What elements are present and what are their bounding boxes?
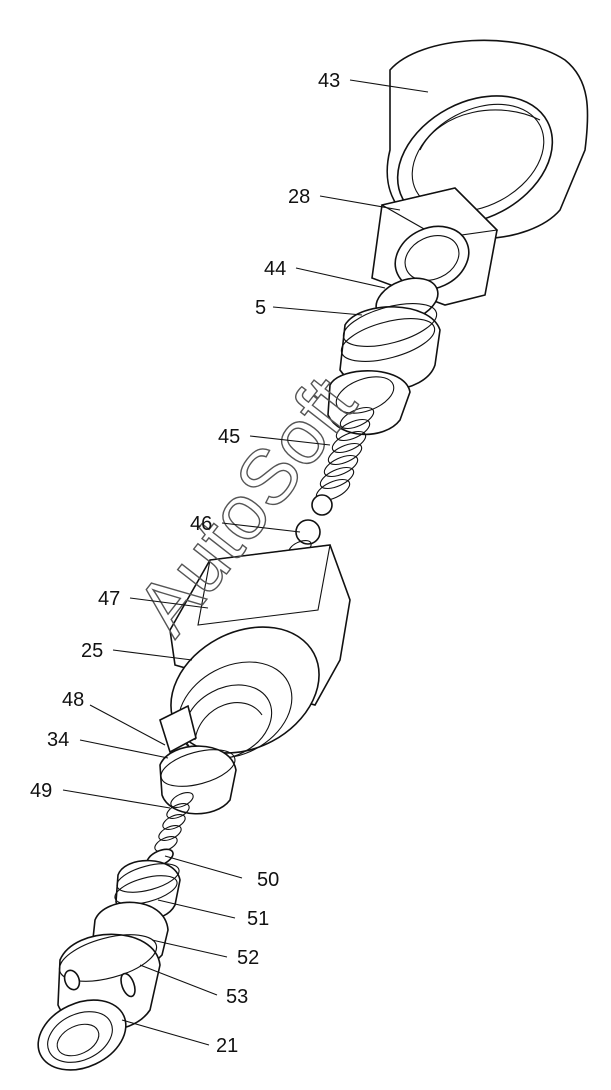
callout-51: 51: [247, 908, 269, 930]
part-49-spring: [154, 792, 194, 852]
callout-5: 5: [255, 297, 266, 319]
callout-53: 53: [226, 986, 248, 1008]
callout-45: 45: [218, 426, 240, 448]
callout-28: 28: [288, 186, 310, 208]
callout-44: 44: [264, 258, 286, 280]
part-5-fitting-body: [327, 303, 441, 436]
callout-50: 50: [257, 869, 279, 891]
callout-21: 21: [216, 1035, 238, 1057]
part-28-hex-nut: [371, 187, 499, 306]
callout-48: 48: [62, 689, 84, 711]
callout-52: 52: [237, 947, 259, 969]
part-48-seat: [159, 704, 197, 754]
callout-25: 25: [81, 640, 103, 662]
part-21-end-fitting: [37, 999, 127, 1071]
callout-47: 47: [98, 588, 120, 610]
callout-46: 46: [190, 513, 212, 535]
callout-49: 49: [30, 780, 52, 802]
callout-labels: 43 28 44 5 45 46 47 25 48 34 49 50 51 52…: [30, 70, 340, 1057]
part-34-retainer: [159, 745, 237, 815]
leader-lines: [62, 79, 429, 1046]
callout-43: 43: [318, 70, 340, 92]
callout-34: 34: [47, 729, 69, 751]
